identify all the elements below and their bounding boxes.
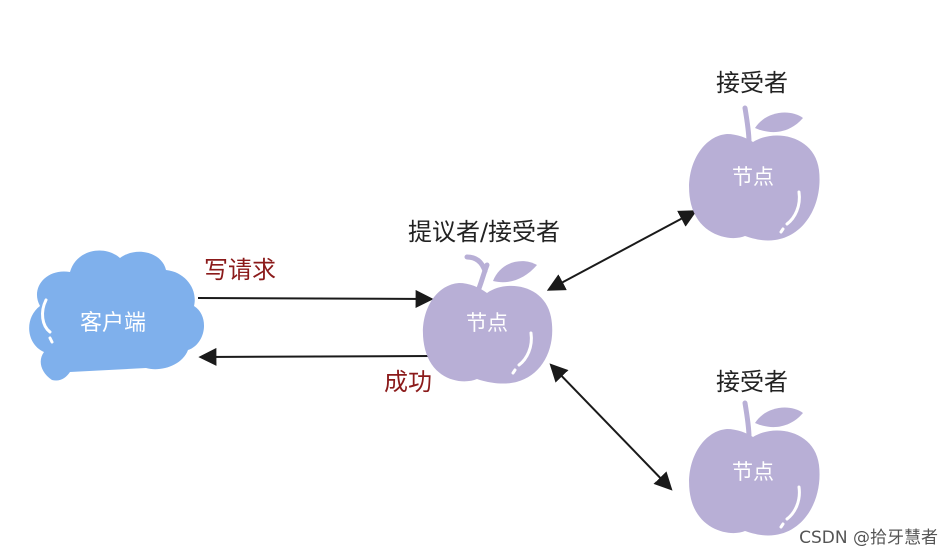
apple-shine-dot xyxy=(779,227,785,234)
node-acceptor-bottom-role: 接受者 xyxy=(716,368,788,396)
apple-leaf xyxy=(755,407,803,428)
node-label: 节点 xyxy=(732,165,774,189)
apple-leaf xyxy=(493,261,537,283)
client-label: 客户端 xyxy=(80,311,146,336)
node-label: 节点 xyxy=(466,311,508,335)
watermark: CSDN @拾牙慧者 xyxy=(799,528,938,548)
proposer-acceptor2-arrow xyxy=(549,363,673,491)
apple-shine-dot xyxy=(511,368,517,375)
apple-shine-dot xyxy=(779,522,785,529)
write-request-label: 写请求 xyxy=(204,256,276,284)
apple-shine xyxy=(785,485,801,521)
success-label: 成功 xyxy=(384,368,432,396)
apple-body xyxy=(689,134,820,241)
apple-body xyxy=(689,429,820,536)
node-acceptor-top-role: 接受者 xyxy=(716,69,788,97)
success-arrow xyxy=(198,347,433,366)
apple-leaf xyxy=(755,112,803,133)
proposer-acceptor1-arrow xyxy=(546,210,698,291)
cloud-shine xyxy=(41,298,52,334)
write-request-arrow xyxy=(197,289,434,308)
apple-stem xyxy=(742,400,752,440)
cloud-shape xyxy=(29,250,205,381)
apple-body xyxy=(422,283,553,384)
node-label: 节点 xyxy=(732,460,774,484)
client-cloud: 客户端 xyxy=(29,250,205,381)
node-acceptor-top: 节点 xyxy=(689,105,820,241)
apple-stem xyxy=(742,105,752,145)
node-acceptor-bottom: 节点 xyxy=(689,400,820,536)
cloud-shine-dot xyxy=(48,336,54,344)
node-proposer: 节点 xyxy=(422,254,553,384)
apple-shine xyxy=(517,331,533,367)
node-proposer-role: 提议者/接受者 xyxy=(408,218,560,246)
apple-shine xyxy=(785,190,801,226)
